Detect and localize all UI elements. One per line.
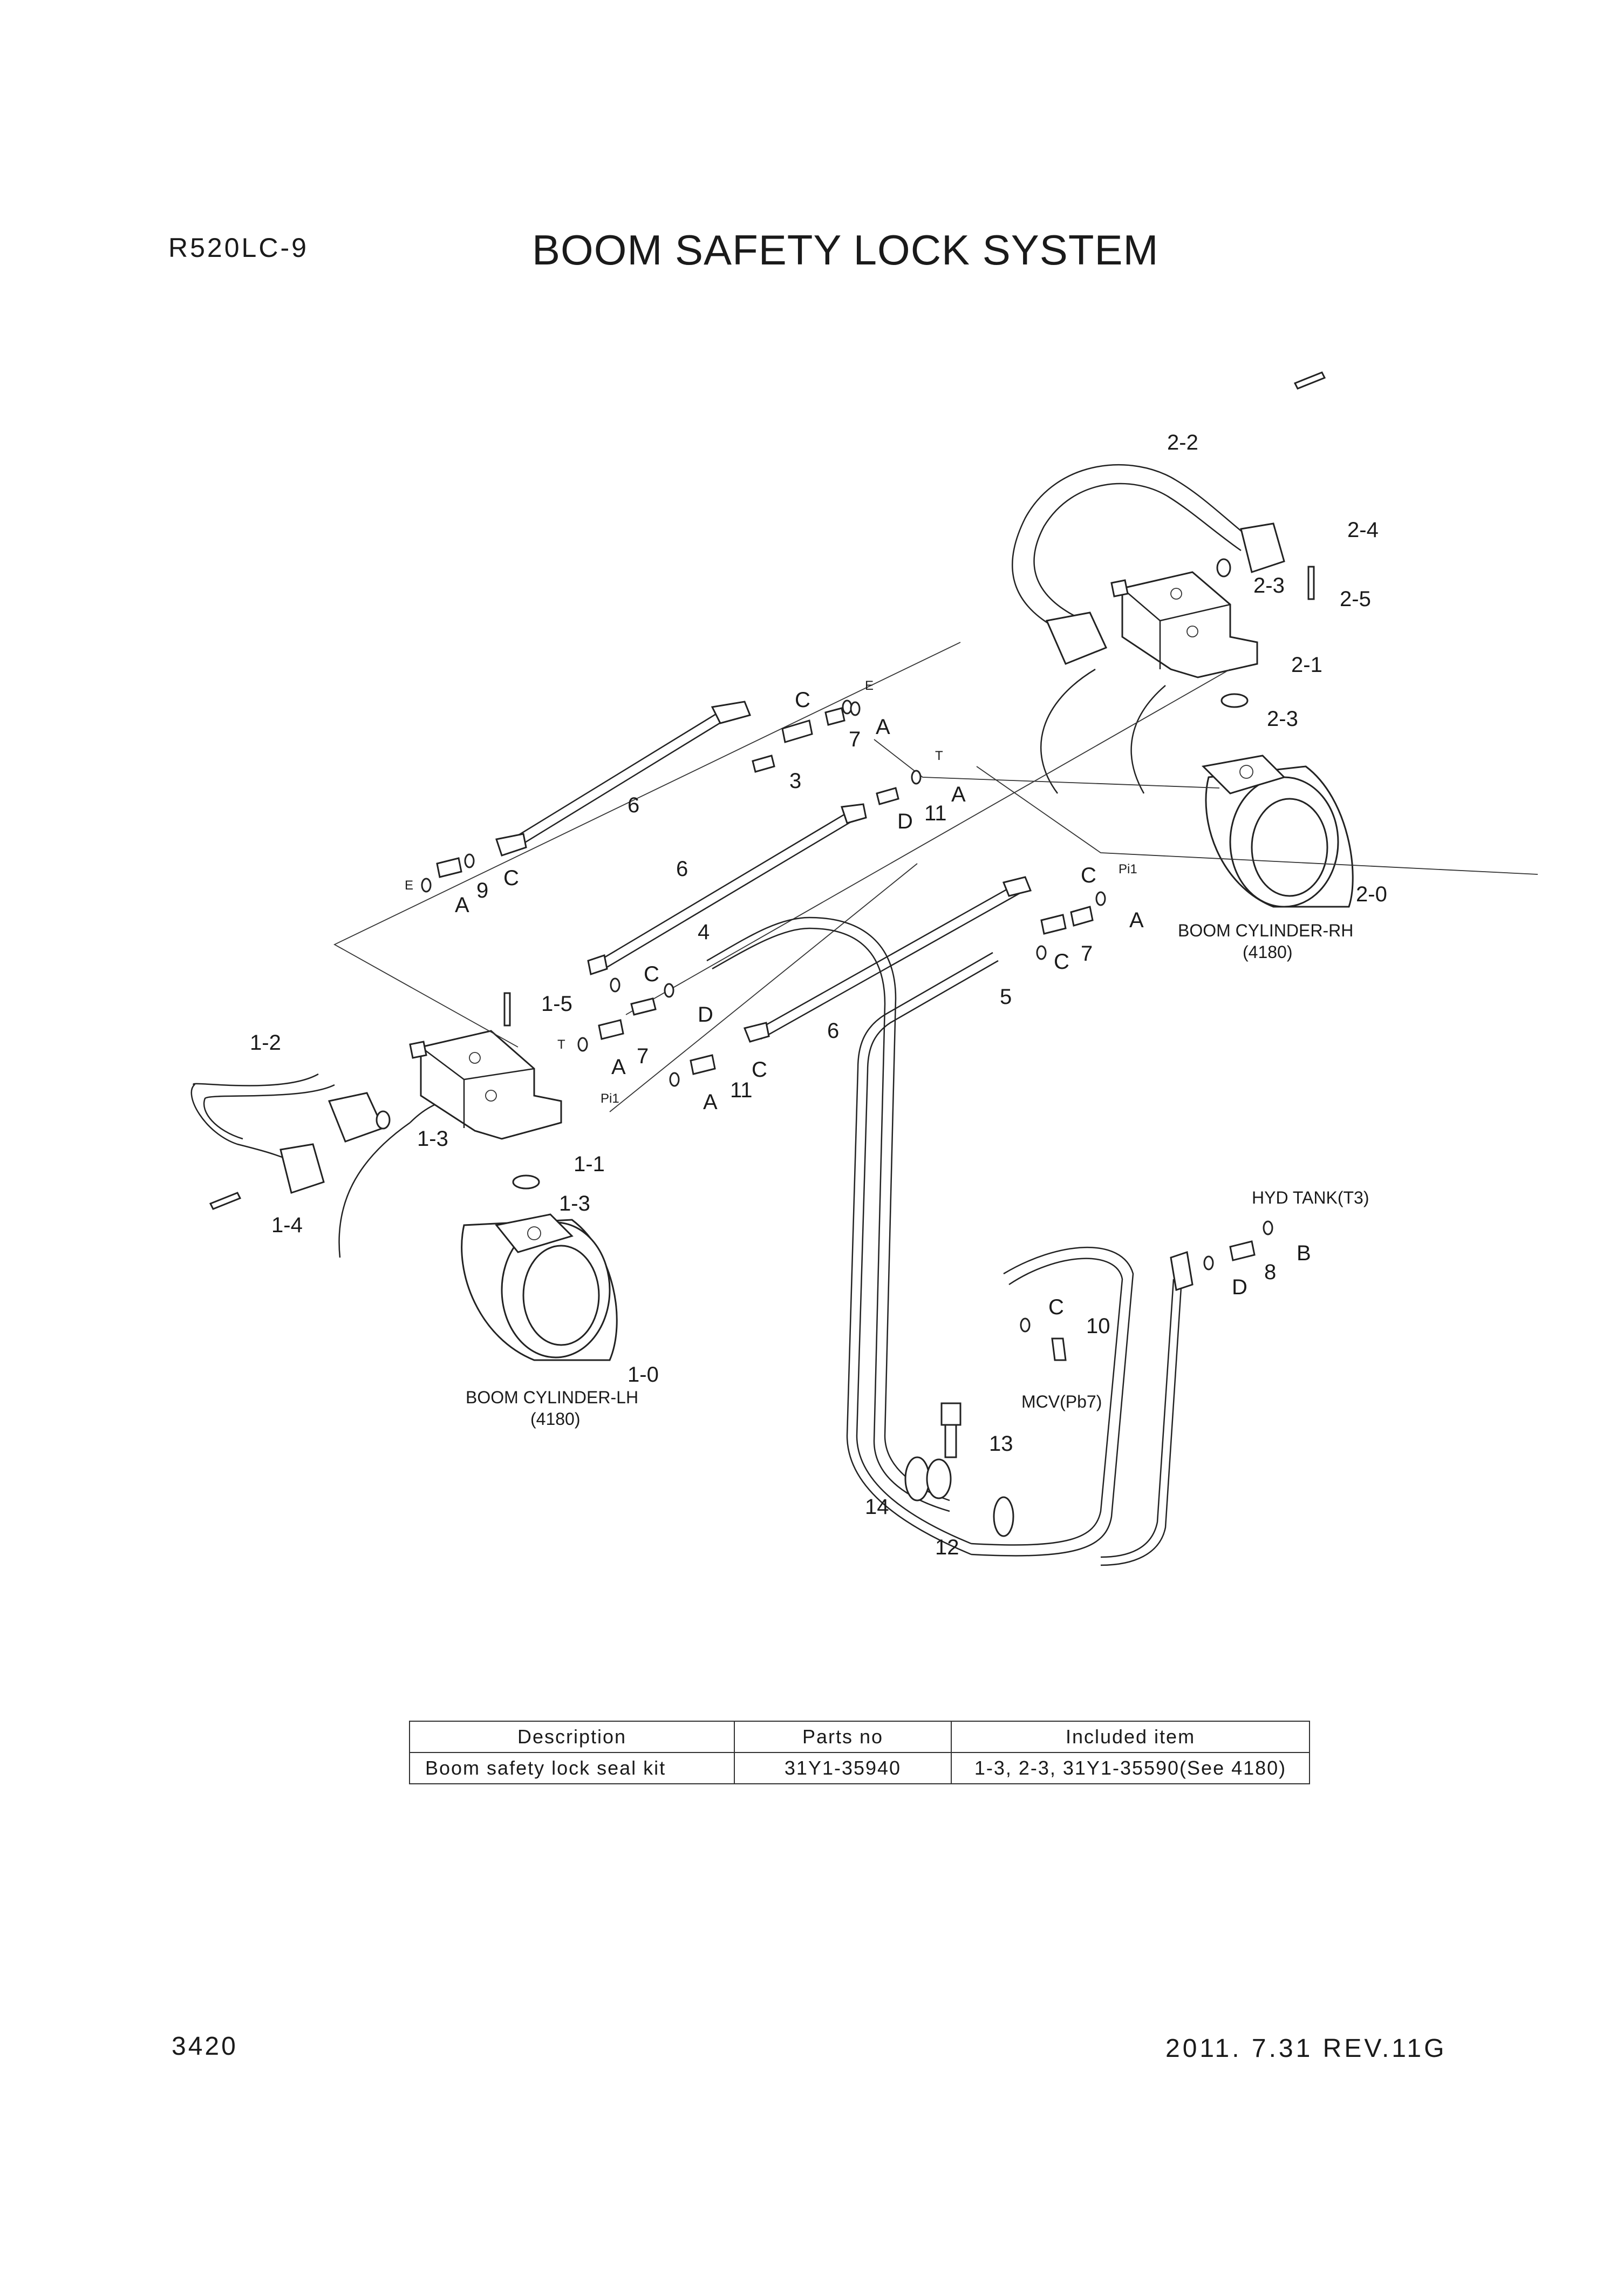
port-c-2: C [503, 866, 519, 890]
cell-included-item: 1-3, 2-3, 31Y1-35590(See 4180) [951, 1752, 1310, 1784]
bolts-2-4-2-5 [1216, 371, 1326, 708]
callout-1-4: 1-4 [271, 1213, 303, 1237]
column-header-parts-no: Parts no [734, 1721, 952, 1753]
page-number: 3420 [172, 2032, 238, 2061]
callout-2-3-upper: 2-3 [1253, 574, 1285, 597]
callout-1-5: 1-5 [541, 992, 572, 1016]
boom-cylinder-lh [338, 1098, 618, 1361]
port-a-2: A [951, 783, 966, 806]
callout-6-lower: 6 [827, 1019, 839, 1043]
callout-6-middle: 6 [676, 857, 688, 881]
table-row: Boom safety lock seal kit 31Y1-35940 1-3… [409, 1752, 1310, 1784]
port-c-3: C [1081, 864, 1096, 887]
revision-date: 2011. 7.31 REV.11G [1165, 2034, 1447, 2063]
port-c-7: C [1048, 1295, 1064, 1319]
callout-2-0: 2-0 [1356, 882, 1387, 906]
port-a-6: A [703, 1090, 718, 1114]
callout-1-2: 1-2 [250, 1031, 281, 1055]
clamps [904, 1402, 1014, 1537]
port-c-1: C [795, 688, 810, 712]
label-boom-cylinder-lh-ref: (4180) [530, 1409, 581, 1429]
callout-5: 5 [1000, 985, 1012, 1009]
port-t-upper: T [935, 749, 943, 763]
callout-11-upper: 11 [924, 801, 947, 825]
seal-kit-table: Description Parts no Included item Boom … [409, 1721, 1310, 1784]
callout-1-3-upper: 1-3 [417, 1127, 448, 1151]
cell-parts-no: 31Y1-35940 [734, 1752, 952, 1784]
port-b: B [1297, 1241, 1311, 1265]
boom-cylinder-rh [1040, 668, 1354, 908]
label-boom-cylinder-lh: BOOM CYLINDER-LH [466, 1388, 638, 1407]
callout-2-5: 2-5 [1340, 587, 1371, 611]
callout-3: 3 [789, 769, 801, 793]
port-d-1: D [897, 810, 913, 833]
port-c-4: C [644, 962, 659, 986]
callout-13: 13 [989, 1432, 1013, 1456]
bolts-1-4-1-5 [209, 992, 540, 1210]
reference-lines [333, 642, 1538, 1112]
callout-2-4: 2-4 [1347, 518, 1379, 542]
port-e-lower: E [405, 878, 413, 893]
cell-description: Boom safety lock seal kit [409, 1752, 735, 1784]
label-mcv: MCV(Pb7) [1021, 1392, 1102, 1411]
column-header-description: Description [409, 1721, 735, 1753]
callout-14: 14 [865, 1495, 889, 1519]
callout-12: 12 [935, 1536, 959, 1559]
port-pi1-right: Pi1 [1119, 862, 1137, 877]
port-d-3: D [1232, 1275, 1247, 1299]
block-2-1 [1110, 571, 1258, 678]
callout-7-left: 7 [637, 1044, 649, 1068]
port-d-2: D [698, 1003, 713, 1027]
port-pi1-left: Pi1 [601, 1091, 619, 1106]
label-hyd-tank: HYD TANK(T3) [1252, 1188, 1369, 1207]
port-t-lower: T [557, 1037, 565, 1052]
callout-9: 9 [476, 879, 488, 902]
label-boom-cylinder-rh: BOOM CYLINDER-RH [1178, 921, 1353, 940]
port-a-1: A [876, 715, 890, 739]
hoses [495, 701, 1194, 1566]
port-e-upper: E [865, 678, 874, 693]
callout-11-lower: 11 [730, 1078, 753, 1102]
callout-1-1: 1-1 [574, 1152, 605, 1176]
port-a-5: A [611, 1055, 626, 1079]
callout-2-3-lower: 2-3 [1267, 707, 1298, 731]
callout-8: 8 [1264, 1260, 1276, 1284]
column-header-included-item: Included item [951, 1721, 1310, 1753]
block-1-1 [409, 1030, 562, 1140]
page-title: BOOM SAFETY LOCK SYSTEM [532, 226, 1159, 274]
callout-7-upper: 7 [849, 728, 861, 751]
callout-1-3-lower: 1-3 [559, 1192, 590, 1215]
callout-7-right: 7 [1081, 942, 1093, 966]
fittings [421, 699, 1273, 1361]
callout-2-2: 2-2 [1167, 431, 1198, 454]
table-header-row: Description Parts no Included item [409, 1721, 1310, 1753]
callout-10: 10 [1086, 1314, 1110, 1338]
pipe-1-2 [190, 1073, 385, 1194]
label-boom-cylinder-rh-ref: (4180) [1243, 942, 1293, 962]
callout-4: 4 [698, 920, 710, 944]
callout-2-1: 2-1 [1291, 653, 1322, 677]
port-a-3: A [455, 893, 469, 917]
callout-labels: 2-2 2-4 2-3 2-5 2-1 2-3 2-0 1-2 1-5 1-3 … [250, 431, 1387, 1559]
model-code: R520LC-9 [168, 233, 309, 263]
port-c-5: C [1054, 950, 1069, 974]
pipe-2-2 [1012, 464, 1285, 665]
port-a-4: A [1129, 908, 1144, 932]
callout-1-0: 1-0 [628, 1363, 659, 1387]
callout-6-upper: 6 [628, 793, 639, 817]
port-c-6: C [752, 1058, 767, 1082]
